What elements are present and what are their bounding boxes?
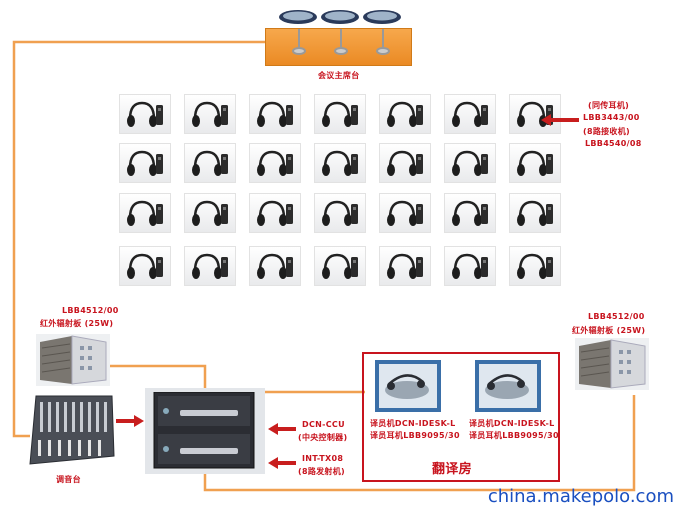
- headphone-icon: [192, 200, 228, 226]
- radiator-right-name: 红外辐射板 (25W): [572, 326, 646, 335]
- headphone-icon: [192, 253, 228, 279]
- ir-radiator-right: [575, 338, 649, 390]
- booth-title: 翻译房: [432, 462, 472, 477]
- booth-desk2-line2: 译员耳机LBB9095/30: [469, 431, 559, 440]
- headphone-receiver: [119, 193, 171, 233]
- headphone-receiver: [314, 246, 366, 286]
- headphone-icon: [452, 253, 488, 279]
- tx-arrow-icon: [268, 457, 296, 469]
- interpretation-booth: [362, 352, 560, 482]
- receiver-label-3: (8路接收机): [583, 127, 630, 136]
- headphone-icon: [257, 253, 293, 279]
- headphone-receiver: [444, 193, 496, 233]
- headphone-icon: [452, 150, 488, 176]
- mixer-label: 调音台: [56, 475, 81, 484]
- receiver-label-4: LBB4540/08: [585, 139, 642, 148]
- headphone-receiver: [314, 193, 366, 233]
- headphone-receiver: [184, 193, 236, 233]
- radiator-left-name: 红外辐射板 (25W): [40, 319, 114, 328]
- tx-model: INT-TX08: [302, 454, 344, 463]
- ccu-name: (中央控制器): [298, 433, 348, 442]
- headphone-icon: [452, 200, 488, 226]
- headphone-icon: [127, 200, 163, 226]
- headphone-icon: [322, 200, 358, 226]
- receiver-label-1: (同传耳机): [588, 101, 630, 110]
- headphone-icon: [257, 150, 293, 176]
- headphone-icon: [127, 253, 163, 279]
- headphone-icon: [387, 150, 423, 176]
- headphone-icon: [257, 101, 293, 127]
- ccu-model: DCN-CCU: [302, 420, 345, 429]
- headphone-receiver: [119, 94, 171, 134]
- headphone-receiver: [379, 143, 431, 183]
- headphone-icon: [387, 200, 423, 226]
- headphone-icon: [322, 253, 358, 279]
- headphone-receiver: [509, 143, 561, 183]
- ir-radiator-left: [36, 334, 110, 386]
- interpreter-desk-2: [475, 360, 541, 412]
- headphone-receiver: [119, 143, 171, 183]
- headphone-receiver: [444, 94, 496, 134]
- headphone-receiver: [314, 94, 366, 134]
- headphone-receiver: [249, 246, 301, 286]
- headphone-icon: [192, 150, 228, 176]
- booth-desk2-line1: 译员机DCN-IDESK-L: [469, 419, 555, 428]
- receiver-arrow-icon: [541, 114, 579, 126]
- audio-mixer: [29, 395, 115, 465]
- headphone-icon: [127, 101, 163, 127]
- microphone-icon: [292, 29, 390, 55]
- mixer-to-ccu-arrow-icon: [116, 415, 144, 427]
- booth-desk1-line2: 译员耳机LBB9095/30: [370, 431, 460, 440]
- headphone-receiver: [249, 193, 301, 233]
- headphone-receiver: [379, 246, 431, 286]
- radiator-right-model: LBB4512/00: [588, 312, 645, 321]
- headphone-icon: [517, 253, 553, 279]
- ccu-arrow-icon: [268, 423, 296, 435]
- headphone-icon: [387, 101, 423, 127]
- tx-name: (8路发射机): [298, 467, 345, 476]
- headphone-receiver: [379, 193, 431, 233]
- headphone-receiver: [509, 246, 561, 286]
- headphone-receiver: [444, 246, 496, 286]
- headphone-receiver: [184, 94, 236, 134]
- headphone-receiver: [184, 143, 236, 183]
- receiver-label-2: LBB3443/00: [583, 113, 640, 122]
- headphone-icon: [127, 150, 163, 176]
- headphone-icon: [517, 200, 553, 226]
- headphone-icon: [452, 101, 488, 127]
- headphone-receiver: [249, 143, 301, 183]
- headphone-receiver: [249, 94, 301, 134]
- chairman-label: 会议主席台: [318, 71, 360, 80]
- booth-desk1-line1: 译员机DCN-IDESK-L: [370, 419, 456, 428]
- chairman-table: [265, 28, 412, 66]
- headphone-receiver: [509, 193, 561, 233]
- headphone-icon: [387, 253, 423, 279]
- headphone-icon: [517, 150, 553, 176]
- interpreter-desk-1: [375, 360, 441, 412]
- headphone-icon: [322, 101, 358, 127]
- chairman-microphones: [279, 10, 401, 24]
- radiator-left-model: LBB4512/00: [62, 306, 119, 315]
- headphone-icon: [192, 101, 228, 127]
- equipment-rack: [153, 392, 255, 469]
- headphone-receiver: [379, 94, 431, 134]
- headphone-icon: [322, 150, 358, 176]
- watermark: china.makepolo.com: [487, 486, 674, 507]
- headphone-receiver: [314, 143, 366, 183]
- headphone-receiver: [119, 246, 171, 286]
- headphone-icon: [257, 200, 293, 226]
- headphone-receiver: [184, 246, 236, 286]
- headphone-receiver: [509, 94, 561, 134]
- headphone-receiver: [444, 143, 496, 183]
